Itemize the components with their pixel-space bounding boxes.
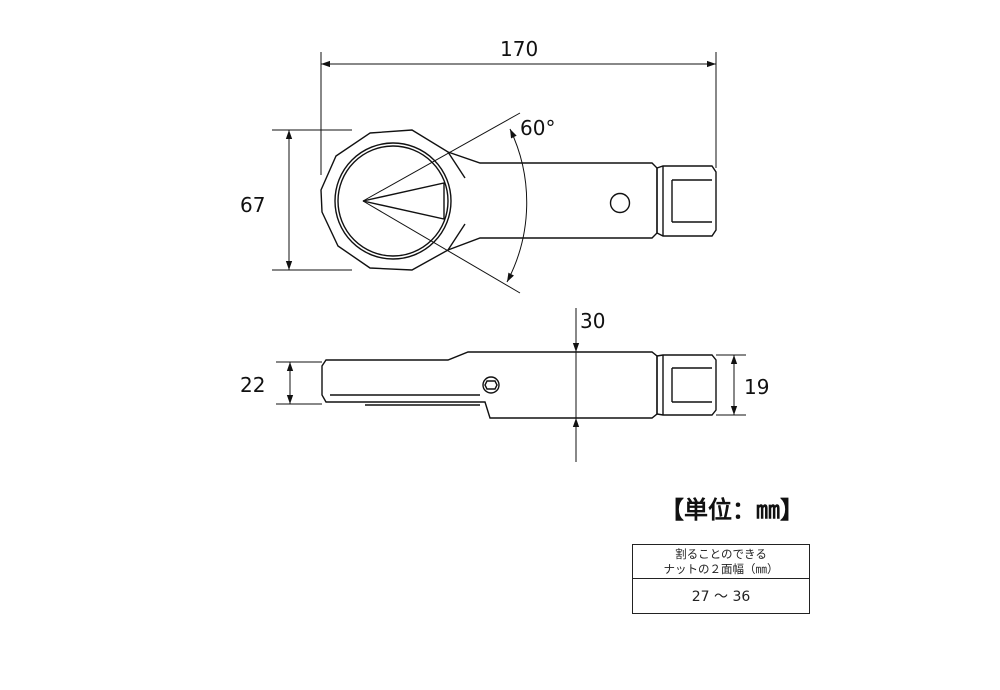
header-line-1: 割ることのできる xyxy=(675,546,767,561)
ring-inner-outer xyxy=(334,142,452,260)
ring-inner xyxy=(337,145,449,257)
nut-size-range: 27 ～ 36 xyxy=(632,578,810,614)
hex-drive xyxy=(656,165,717,237)
dim-22-label: 22 xyxy=(240,373,265,397)
dim-170-label: 170 xyxy=(500,37,538,61)
pin-hole xyxy=(609,192,631,214)
unit-label: 【単位：㎜】 xyxy=(660,496,804,524)
top-view xyxy=(320,129,717,271)
dim-67 xyxy=(272,129,352,271)
ring-outer xyxy=(320,129,658,271)
side-hex-drive xyxy=(656,354,717,416)
dim-19 xyxy=(716,354,746,416)
side-body xyxy=(321,351,658,419)
side-view xyxy=(321,351,717,419)
dim-60-label: 60° xyxy=(520,116,555,140)
header-line-2: ナットの２面幅（㎜） xyxy=(663,561,779,576)
dim-30-label: 30 xyxy=(580,309,605,333)
nut-size-table-header: 割ることのできる ナットの２面幅（㎜） xyxy=(632,544,810,579)
blade-wedge xyxy=(362,182,445,220)
nut-size-table: 割ることのできる ナットの２面幅（㎜） 27 ～ 36 xyxy=(632,544,810,614)
dim-67-label: 67 xyxy=(240,193,265,217)
dim-19-label: 19 xyxy=(744,375,769,399)
side-pin xyxy=(482,376,500,394)
dim-22 xyxy=(276,361,322,405)
dim-60-angle xyxy=(362,112,528,294)
dim-170 xyxy=(320,52,717,175)
